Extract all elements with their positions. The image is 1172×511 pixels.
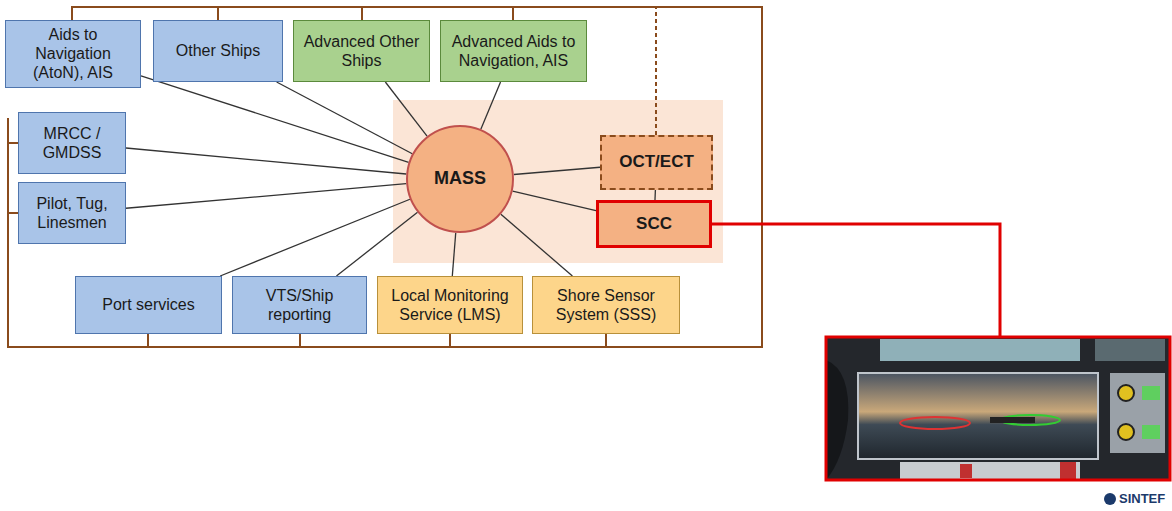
connector-stroke — [452, 233, 455, 276]
mass-circle: MASS — [406, 125, 514, 233]
node-label: Other Ships — [176, 41, 260, 60]
node-label: Port services — [102, 295, 194, 314]
connector-line — [385, 82, 427, 136]
connector-line — [654, 190, 655, 200]
connector-line — [141, 76, 409, 163]
connector-line — [126, 184, 406, 209]
mass-region — [393, 100, 723, 263]
process-box: Pilot, Tug, Linesmen — [18, 182, 126, 244]
connector-stroke — [126, 148, 406, 174]
connector-stroke — [126, 184, 406, 209]
connector-line — [501, 214, 573, 276]
connector-line — [220, 199, 410, 276]
connector-stroke — [501, 214, 573, 276]
node-label: MASS — [434, 168, 486, 190]
connector-stroke — [336, 212, 417, 276]
process-box: Local Monitoring Service (LMS) — [377, 276, 523, 334]
process-box: MRCC / GMDSS — [18, 112, 126, 174]
node-label: MRCC / GMDSS — [25, 124, 119, 162]
node-label: Advanced Aids to Navigation, AIS — [447, 32, 580, 70]
process-box: Aids to Navigation (AtoN), AIS — [5, 20, 141, 88]
connector-line — [452, 233, 455, 276]
connector-line — [513, 191, 596, 210]
process-box: Port services — [75, 276, 222, 334]
connector-stroke — [141, 76, 409, 163]
callout-line — [712, 224, 1000, 337]
logo-mark — [1104, 493, 1116, 505]
process-box: Advanced Aids to Navigation, AIS — [440, 20, 587, 82]
node-label: Pilot, Tug, Linesmen — [25, 194, 119, 232]
process-box: Other Ships — [153, 20, 283, 82]
control-room-picture — [826, 337, 1170, 480]
node-label: VTS/Ship reporting — [239, 286, 360, 324]
connector-stroke — [385, 82, 427, 136]
connector-stroke — [277, 82, 413, 154]
node-label: OCT/ECT — [619, 152, 694, 172]
logo-text: SINTEF — [1119, 491, 1165, 506]
node-label: Aids to Navigation (AtoN), AIS — [12, 25, 134, 83]
process-box: Advanced Other Ships — [293, 20, 430, 82]
connector-stroke — [654, 190, 656, 200]
connector-line — [336, 212, 417, 276]
connector-stroke — [220, 199, 410, 276]
node-label: Advanced Other Ships — [300, 32, 423, 70]
node-label: SCC — [636, 214, 672, 234]
connector-stroke — [513, 191, 596, 210]
connector-line — [126, 148, 406, 174]
process-box: Shore Sensor System (SSS) — [532, 276, 680, 334]
connector-stroke — [481, 82, 501, 129]
connector-stroke — [514, 167, 600, 174]
connector-line — [277, 82, 413, 154]
process-box: VTS/Ship reporting — [232, 276, 367, 334]
process-box: SCC — [596, 200, 712, 248]
process-box: OCT/ECT — [600, 135, 713, 190]
node-label: Local Monitoring Service (LMS) — [384, 286, 516, 324]
node-label: Shore Sensor System (SSS) — [539, 286, 673, 324]
connector-line — [481, 82, 501, 129]
connector-line — [514, 167, 600, 174]
